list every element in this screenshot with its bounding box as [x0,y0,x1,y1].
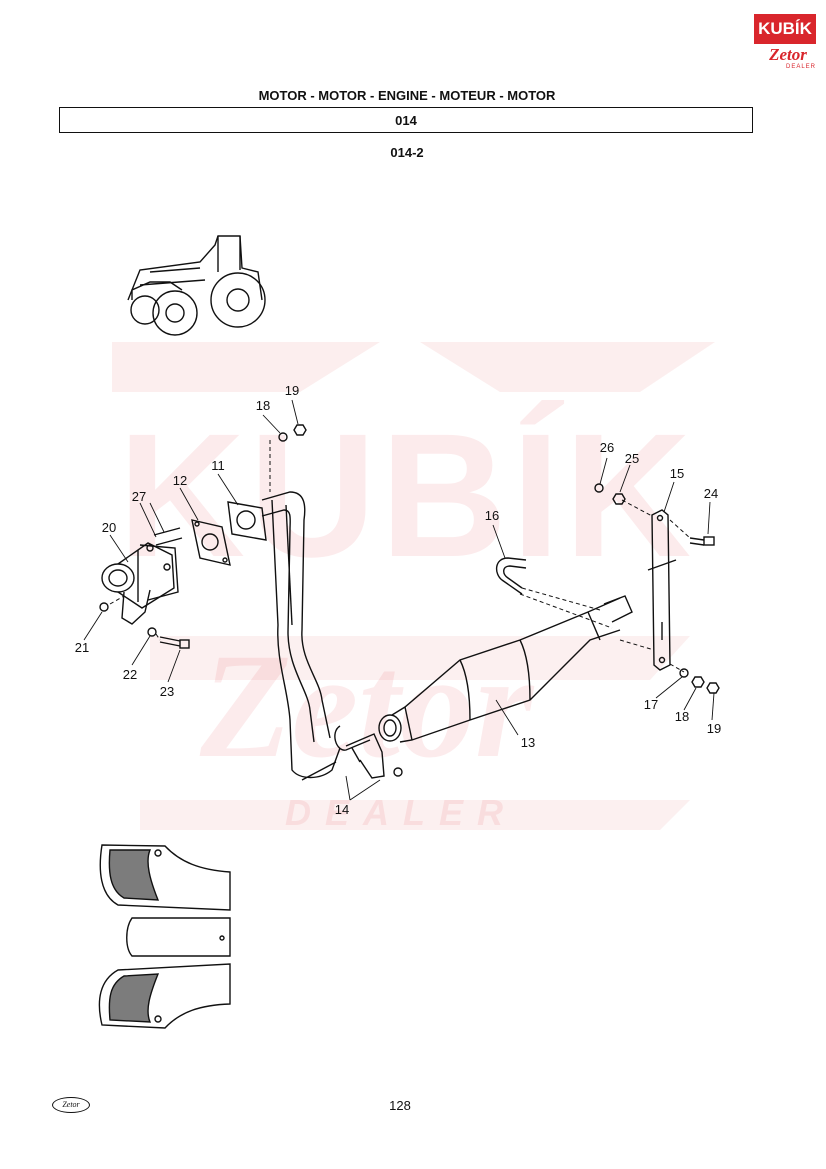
stud-part-27a [153,527,181,536]
callout-17: 17 [643,697,659,712]
footer-zetor-logo: Zetor [52,1097,90,1113]
washer-26 [594,483,604,493]
pipe-end-variants [98,844,231,1029]
callout-19-right: 19 [706,721,722,736]
callout-18-top: 18 [255,398,271,413]
callout-27: 27 [131,489,147,504]
logo-kubik-text: KUBÍK [754,14,816,44]
callout-16: 16 [484,508,500,523]
muffler-part-13 [378,595,633,743]
callout-12: 12 [172,473,188,488]
callout-23: 23 [159,684,175,699]
page-number: 128 [389,1098,411,1113]
washer-22 [147,627,157,637]
nut-18-right [691,676,705,688]
washer-17 [679,668,689,678]
callout-24: 24 [703,486,719,501]
bolt-part-24 [689,536,715,546]
callout-14: 14 [334,802,350,817]
callout-15: 15 [669,466,685,481]
section-code: 014 [59,107,753,133]
callout-13: 13 [520,735,536,750]
callout-21: 21 [74,640,90,655]
logo-zetor-text: Zetor [769,45,807,64]
callout-20: 20 [101,520,117,535]
page-title: MOTOR - MOTOR - ENGINE - MOTEUR - MOTOR [258,88,556,103]
nut-21 [99,602,109,612]
bolt-part-23 [159,636,190,649]
kubik-zetor-logo: KUBÍK Zetor DEALER [754,14,818,74]
callout-19-top: 19 [284,383,300,398]
callout-18-right: 18 [674,709,690,724]
exhaust-pipe-part-11 [227,491,341,781]
washer-18-top [278,432,288,442]
callout-22: 22 [122,667,138,682]
nut-19-top [293,424,307,436]
hanger-strap-part-15 [647,509,677,671]
pipe-clamp-part-14 [334,725,403,779]
sub-section-code: 014-2 [390,145,424,160]
tractor-illustration [127,235,266,336]
nut-25 [612,493,626,505]
nuts-and-washers [99,424,720,694]
gasket-part-12 [191,519,231,566]
stud-part-27b [155,537,183,546]
nut-19-right [706,682,720,694]
leader-lines [83,399,715,801]
u-bolt-part-16 [495,557,527,595]
assembly-lines [109,440,691,673]
callout-25: 25 [624,451,640,466]
logo-dealer-text: DEALER [785,64,816,70]
callout-11: 11 [211,458,225,473]
callout-26: 26 [599,440,615,455]
exhaust-manifold-part-20 [101,542,179,625]
